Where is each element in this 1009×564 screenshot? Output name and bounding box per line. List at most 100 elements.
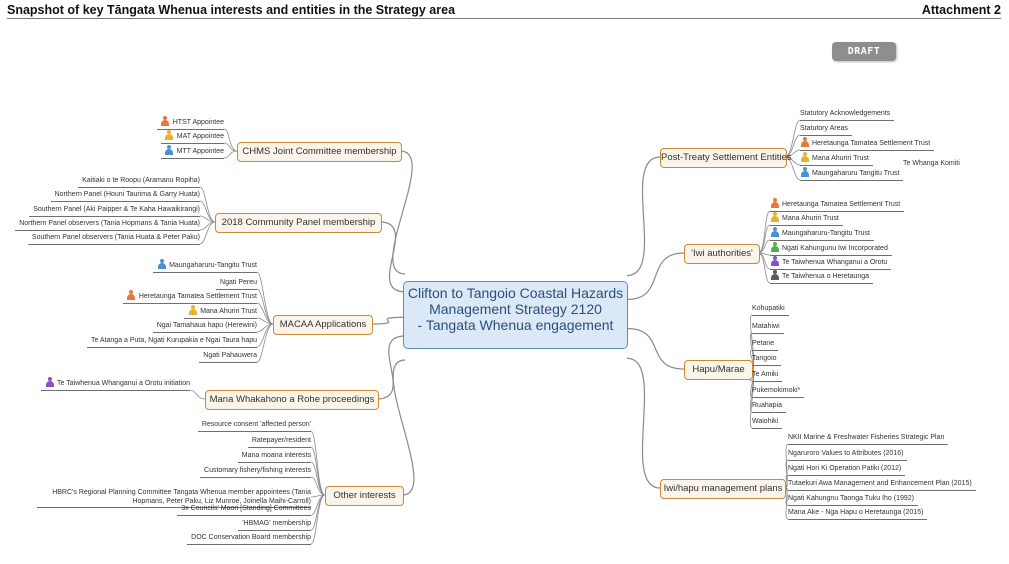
branch-connector: [626, 252, 685, 301]
branch-item-label: Maungaharuru-Tangitu Trust: [782, 230, 870, 237]
branch-item[interactable]: Maungaharuru-Tangitu Trust: [770, 227, 874, 241]
branch-item[interactable]: Te Taiwhenua Whanganui a Orotu initiatio…: [41, 377, 190, 391]
person-icon: [800, 167, 809, 177]
leaf-connector: [310, 494, 326, 516]
branch-item[interactable]: Ruahapia: [752, 399, 786, 413]
branch-item-label: MAT Appointee: [176, 133, 224, 140]
branch-macaa[interactable]: MACAA Applications: [273, 315, 373, 335]
branch-item-label: Ngati Kahungunu Iwi Incorporated: [782, 245, 888, 252]
branch-item[interactable]: Northern Panel (Houni Taurima & Garry Hu…: [50, 188, 200, 202]
branch-item[interactable]: Ngaruroro Values to Attributes (2016): [788, 447, 908, 461]
branch-item[interactable]: Ngati Pereu: [216, 276, 257, 290]
branch-item[interactable]: Te Amiki: [752, 368, 783, 382]
branch-item[interactable]: Ngati Hori Ki Operation Patiki (2012): [788, 462, 906, 476]
leaf-connector: [256, 288, 274, 325]
branch-item[interactable]: Pukemokimoki*: [752, 384, 805, 398]
branch-item[interactable]: Mana Ahuriri Trust: [184, 305, 257, 319]
branch-item-label: Heretaunga Tamatea Settlement Trust: [782, 201, 901, 208]
branch-item[interactable]: Te Taiwhenua o Heretaunga: [770, 270, 874, 284]
branch-item-label: MTT Appointee: [176, 148, 224, 155]
branch-connector: [379, 221, 406, 293]
branch-mana[interactable]: Mana Whakahono a Rohe proceedings: [205, 390, 379, 410]
branch-item-label: Heretaunga Tamatea Settlement Trust: [138, 293, 257, 300]
branch-other[interactable]: Other interests: [325, 486, 404, 506]
branch-connector: [376, 335, 406, 400]
branch-item[interactable]: Waiohiki: [752, 415, 783, 429]
branch-item[interactable]: 'HBMAG' membership: [238, 517, 311, 531]
branch-iwi[interactable]: 'Iwi authorities': [684, 244, 760, 264]
branch-item[interactable]: Southern Panel observers (Tania Huata & …: [27, 231, 200, 245]
branch-item-label: HTST Appointee: [172, 119, 224, 126]
branch-chms[interactable]: CHMS Joint Committee membership: [237, 142, 402, 162]
leaf-connector: [256, 323, 274, 363]
branch-item[interactable]: Heretaunga Tamatea Settlement Trust: [800, 137, 935, 151]
branch-item-label: Maungaharuru-Tangitu Trust: [169, 262, 257, 269]
branch-item-label: Tutaekuri Awa Management and Enhancement…: [788, 480, 972, 487]
branch-item-label: Te Taiwhenua Whanganui a Orotu: [782, 259, 888, 266]
branch-item[interactable]: Mana Ahuriri Trust: [770, 212, 843, 226]
branch-item[interactable]: MTT Appointee: [160, 145, 224, 159]
branch-item[interactable]: Northern Panel observers (Tania Hopmans …: [15, 217, 200, 231]
leaf-connector: [310, 430, 326, 496]
branch-item[interactable]: Ngati Pahauwera: [199, 349, 257, 363]
leaf-connector: [310, 476, 326, 496]
branch-connector: [626, 357, 661, 489]
branch-item[interactable]: Petane: [752, 337, 779, 351]
branch-item[interactable]: Heretaunga Tamatea Settlement Trust: [770, 198, 905, 212]
branch-item[interactable]: Statutory Areas: [800, 122, 852, 136]
branch-item-label: Mana Ahuriri Trust: [782, 215, 839, 222]
branch-item[interactable]: Mana moana interests: [237, 449, 311, 463]
leaf-connector: [310, 461, 326, 496]
branch-item[interactable]: Ngai Tamahaua hapu (Herewini): [152, 319, 257, 333]
branch-item-label: Northern Panel (Houni Taurima & Garry Hu…: [54, 191, 200, 198]
leaf-connector: [199, 200, 216, 223]
branch-item-label: Ngai Tamahaua hapu (Herewini): [156, 322, 257, 329]
branch-plans[interactable]: Iwi/hapu management plans: [660, 479, 786, 499]
header-rule: [7, 18, 1001, 19]
branch-item[interactable]: Mana Ake - Nga Hapu o Heretaunga (2015): [788, 506, 928, 520]
person-icon: [165, 130, 174, 140]
branch-panel[interactable]: 2018 Community Panel membership: [215, 213, 382, 233]
branch-item[interactable]: Te Taiwhenua Whanganui a Orotu: [770, 256, 892, 270]
branch-hapu[interactable]: Hapu/Marae: [684, 360, 753, 380]
branch-item-label: Tangoio: [752, 355, 777, 362]
branch-item-label: Te Taiwhenua Whanganui a Orotu initiatio…: [57, 380, 190, 387]
branch-item[interactable]: Ngati Kahungunu Iwi Incorporated: [770, 242, 892, 256]
branch-item[interactable]: Te Atanga a Puta, Ngati Kurupakia e Ngai…: [86, 334, 257, 348]
central-topic[interactable]: Clifton to Tangoio Coastal Hazards Manag…: [403, 281, 628, 349]
branch-item[interactable]: Resource consent 'affected person': [197, 418, 311, 432]
branch-item[interactable]: HBRC's Regional Planning Committee Tanga…: [37, 486, 311, 508]
branch-item[interactable]: Statutory Acknowledgements: [800, 107, 895, 121]
branch-item[interactable]: NKII Marine & Freshwater Fisheries Strat…: [788, 431, 949, 445]
person-icon: [770, 256, 779, 266]
page-title: Snapshot of key Tāngata Whenua interests…: [7, 3, 456, 17]
branch-item[interactable]: HTST Appointee: [156, 116, 224, 130]
branch-item[interactable]: Ngati Kahungnu Taonga Tuku Iho (1992): [788, 492, 918, 506]
branch-item[interactable]: Kohupatiki: [752, 302, 789, 316]
branch-post-treaty[interactable]: Post-Treaty Settlement Entities: [660, 148, 792, 168]
branch-item-label: Waiohiki: [752, 418, 779, 425]
branch-item[interactable]: Tutaekuri Awa Management and Enhancement…: [788, 477, 976, 491]
branch-item[interactable]: Ratepayer/resident: [247, 434, 311, 448]
person-icon: [770, 242, 779, 252]
branch-item[interactable]: Maungaharuru Tangitu Trust: [800, 167, 904, 181]
branch-item-label: Mana Ahuriri Trust: [812, 155, 869, 162]
branch-item-label: Te Atanga a Puta, Ngati Kurupakia e Ngai…: [90, 337, 257, 344]
person-icon: [770, 198, 779, 208]
branch-item[interactable]: Maungaharuru-Tangitu Trust: [153, 259, 257, 273]
branch-item[interactable]: Southern Panel (Aki Paipper & Te Kaha Ha…: [29, 203, 200, 217]
branch-item-label: Kohupatiki: [752, 305, 785, 312]
branch-item-label: Mana Ake - Nga Hapu o Heretaunga (2015): [788, 509, 924, 516]
branch-item[interactable]: DOC Conservation Board membership: [187, 531, 311, 545]
branch-item[interactable]: Mana Ahuriri Trust: [800, 152, 873, 166]
branch-item[interactable]: 3x Councils' Maori [Standing] Committees: [177, 502, 311, 516]
branch-item-label: Mana Ahuriri Trust: [200, 308, 257, 315]
branch-item[interactable]: Heretaunga Tamatea Settlement Trust: [122, 290, 257, 304]
branch-item[interactable]: Tangoio: [752, 352, 781, 366]
leaf-connector: [223, 142, 238, 152]
branch-item[interactable]: MAT Appointee: [160, 130, 224, 144]
leaf-connector: [310, 446, 326, 496]
branch-item[interactable]: Matahiwi: [752, 320, 784, 334]
branch-item[interactable]: Customary fishery/fishing interests: [200, 464, 311, 478]
branch-item[interactable]: Kaitiaki o te Roopu (Aramanu Ropiha): [78, 174, 200, 188]
